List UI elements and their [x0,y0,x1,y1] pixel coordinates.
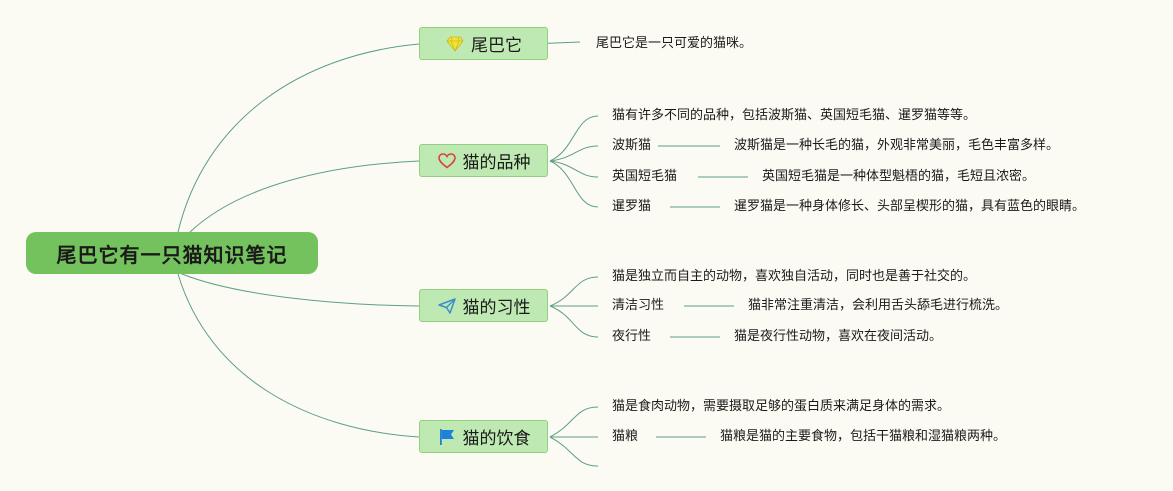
connector-branch-3-item-2 [549,305,599,338]
connector-root-to-branch-2 [189,160,420,233]
heart-icon [437,151,457,171]
subtopic-detail[interactable]: 猫是夜行性动物，喜欢在夜间活动。 [734,329,943,344]
branch-topic-diet[interactable]: 猫的饮食 [419,420,548,453]
branch-topic-label: 尾巴它 [471,36,522,56]
subtopic-intro[interactable]: 猫是独立而自主的动物，喜欢独自活动，同时也是善于社交的。 [612,269,977,284]
subtopic-detail[interactable]: 猫粮是猫的主要食物，包括干猫粮和湿猫粮两种。 [720,429,1007,444]
connector-root-to-branch-4 [177,273,420,438]
subtopic-key[interactable]: 猫粮 [612,429,639,444]
branch-topic-tail[interactable]: 尾巴它 [419,27,548,60]
root-topic-label: 尾巴它有一只猫知识笔记 [56,242,288,267]
connector-branch-3-intro [549,276,599,307]
connector-branch-2-intro [549,115,599,162]
connector-root-to-branch-3 [181,273,420,307]
paper-plane-icon [437,296,457,316]
subtopic-detail[interactable]: 英国短毛猫是一种体型魁梧的猫，毛短且浓密。 [762,169,1036,184]
root-topic[interactable]: 尾巴它有一只猫知识笔记 [26,232,318,274]
connector-branch-2-item-3 [549,160,599,208]
subtopic-key[interactable]: 英国短毛猫 [612,169,678,184]
subtopic-intro[interactable]: 猫是食肉动物，需要摄取足够的蛋白质来满足身体的需求。 [612,399,951,414]
subtopic-key[interactable]: 清洁习性 [612,298,665,313]
connector-branch-4-empty [549,436,599,467]
diamond-icon [445,34,465,54]
subtopic-intro[interactable]: 猫有许多不同的品种，包括波斯猫、英国短毛猫、暹罗猫等等。 [612,108,977,123]
connector-branch-2-item-2 [549,160,599,178]
subtopic-key[interactable]: 夜行性 [612,329,652,344]
branch-topic-label: 猫的品种 [462,153,531,173]
branch-topic-breeds[interactable]: 猫的品种 [419,144,548,177]
branch-topic-label: 猫的饮食 [462,429,531,449]
connector-root-to-branch-1 [177,43,420,233]
branch-topic-habits[interactable]: 猫的习性 [419,289,548,322]
subtopic-detail[interactable]: 猫非常注重清洁，会利用舌头舔毛进行梳洗。 [748,298,1009,313]
subtopic-key[interactable]: 暹罗猫 [612,199,652,214]
subtopic-key[interactable]: 波斯猫 [612,138,652,153]
topic-note[interactable]: 尾巴它是一只可爱的猫咪。 [596,36,753,51]
connector-branch-2-item-1 [549,145,599,162]
subtopic-detail[interactable]: 暹罗猫是一种身体修长、头部呈楔形的猫，具有蓝色的眼睛。 [734,199,1086,214]
flag-icon [437,427,457,447]
subtopic-detail[interactable]: 波斯猫是一种长毛的猫，外观非常美丽，毛色丰富多样。 [734,138,1060,153]
connector-branch-4-intro [549,406,599,438]
branch-topic-label: 猫的习性 [462,298,531,318]
